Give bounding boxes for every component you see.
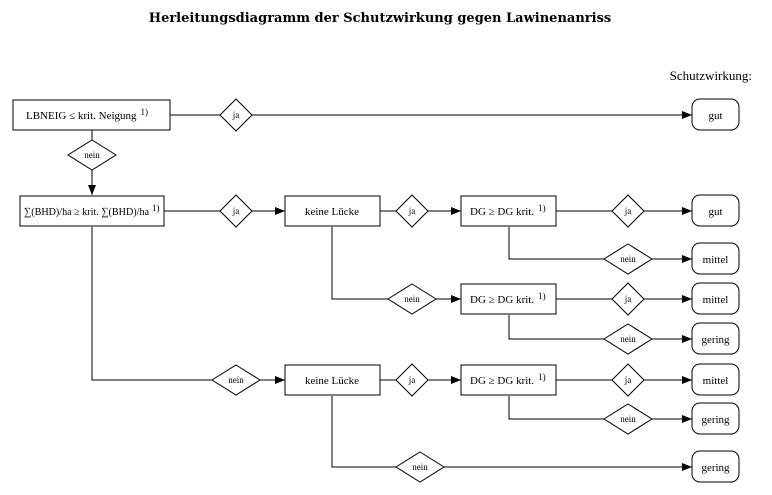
decision-nein: nein [603,323,653,355]
svg-text:DG ≥ DG krit.1): DG ≥ DG krit. 1) [470,203,546,218]
svg-text:nein: nein [412,462,428,472]
svg-text:nein: nein [84,150,100,160]
decision-nein: nein [67,139,117,171]
condition-box-keine-luecke-upper: keine Lücke [284,195,381,227]
outcome-text: gut [708,206,722,218]
outcome-box-gering: gering [691,402,740,435]
svg-text:ja: ja [624,375,632,385]
condition-box-dg-middle: DG ≥ DG krit. 1) [460,283,557,315]
svg-text:ja: ja [408,375,416,385]
svg-text:nein: nein [620,414,636,424]
decision-ja: ja [219,98,253,132]
condition-text: ∑(BHD)/ha ≥ krit. ∑(BHD)/ha [24,206,149,218]
outcome-text: gering [701,334,730,346]
schutzwirkung-header: Schutzwirkung: [670,68,752,83]
outcome-box-mittel: mittel [691,242,740,275]
footnote-marker: 1) [538,372,546,382]
svg-text:nein: nein [620,334,636,344]
decision-nein: nein [603,243,653,275]
connector-line [508,227,692,263]
condition-text: keine Lücke [305,206,359,218]
condition-box-dg-upper: DG ≥ DG krit. 1) [460,195,557,227]
svg-text:nein: nein [404,294,420,304]
decision-nein: nein [211,364,261,396]
condition-box-dg-lower: DG ≥ DG krit. 1) [460,364,557,396]
decision-nein: nein [395,451,445,483]
connector-line [331,227,461,303]
outcome-box-gut: gut [691,98,740,131]
footnote-marker: 1) [538,203,546,213]
decision-ja: ja [395,363,429,397]
decision-nein: nein [603,403,653,435]
outcome-box-mittel: mittel [691,363,740,396]
svg-text:nein: nein [228,375,244,385]
connector-line [508,315,692,343]
svg-text:nein: nein [620,254,636,264]
diagram-title: Herleitungsdiagramm der Schutzwirkung ge… [149,11,611,26]
svg-text:ja: ja [232,206,240,216]
condition-box-keine-luecke-lower: keine Lücke [284,364,381,396]
outcome-text: gering [701,462,730,474]
connector-line [331,396,692,471]
outcome-box-gut: gut [691,194,740,227]
svg-text:∑(BHD)/ha ≥ krit. ∑(BHD)/ha: ∑(BHD)/ha ≥ krit. ∑(BHD)/ha [24,206,149,218]
decision-ja: ja [611,363,645,397]
connector-line [91,227,285,384]
svg-text:ja: ja [624,206,632,216]
outcome-text: mittel [703,294,729,306]
svg-text:ja: ja [232,110,240,120]
condition-text: LBNEIG ≤ krit. Neigung [26,110,137,122]
decision-ja: ja [611,282,645,316]
svg-text:ja: ja [624,294,632,304]
decision-nein: nein [387,283,437,315]
outcome-box-mittel: mittel [691,282,740,315]
svg-text:DG ≥ DG krit.1): DG ≥ DG krit. 1) [470,291,546,306]
decision-ja: ja [395,194,429,228]
footnote-marker: 1) [538,291,546,301]
footnote-marker: 1) [152,203,160,213]
outcome-text: gering [701,414,730,426]
footnote-marker: 1) [141,107,149,117]
condition-box-bhd: ∑(BHD)/ha ≥ krit. ∑(BHD)/ha 1) [19,195,165,227]
decision-ja: ja [219,194,253,228]
connectors [88,111,692,471]
svg-text:DG ≥ DG krit.1): DG ≥ DG krit. 1) [470,372,546,387]
outcome-text: mittel [703,254,729,266]
outcome-text: mittel [703,375,729,387]
outcome-box-gering: gering [691,322,740,355]
condition-text: DG ≥ DG krit. [470,206,534,218]
svg-text:ja: ja [408,206,416,216]
decision-ja: ja [611,194,645,228]
condition-text: DG ≥ DG krit. [470,375,534,387]
condition-box-lbneig: LBNEIG ≤ krit. Neigung 1) [12,99,171,131]
condition-text: keine Lücke [305,375,359,387]
outcome-box-gering: gering [691,450,740,483]
connector-line [508,396,692,423]
outcome-text: gut [708,110,722,122]
condition-text: DG ≥ DG krit. [470,294,534,306]
